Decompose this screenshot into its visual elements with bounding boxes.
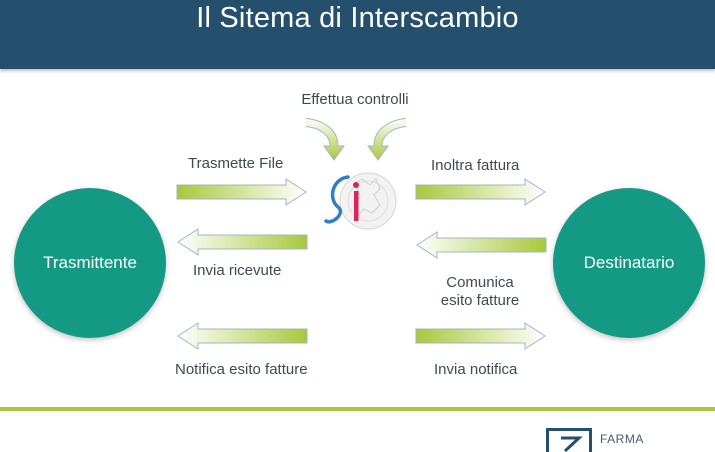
node-destinatario: Destinatario — [553, 188, 705, 338]
label-comunica-line1: Comunica — [446, 274, 514, 291]
label-invia-ricevute: Invia ricevute — [193, 262, 282, 279]
label-effettua-controlli: Effettua controlli — [301, 91, 409, 108]
label-notifica-esito-fatture: Notifica esito fatture — [175, 361, 308, 378]
sdi-logo — [324, 172, 397, 230]
arrow-inoltra-fattura — [415, 178, 546, 206]
controls-curved-arrows — [306, 117, 406, 161]
arrow-notifica-esito — [177, 322, 308, 350]
label-comunica-line2: esito fatture — [440, 292, 520, 309]
page-title: Il Sitema di Interscambio — [196, 2, 519, 34]
node-trasmittente-label: Trasmittente — [43, 253, 137, 272]
label-invia-notifica: Invia notifica — [434, 361, 518, 378]
farma-logo-text: FARMA — [600, 432, 644, 446]
arrow-invia-ricevute — [177, 228, 308, 256]
label-trasmette-file: Trasmette File — [188, 155, 284, 172]
accent-band — [0, 407, 715, 411]
arrow-trasmette-file — [176, 178, 307, 206]
arrow-comunica-esito — [416, 231, 547, 259]
farma-logo-icon — [546, 428, 592, 452]
label-inoltra-fattura: Inoltra fattura — [431, 157, 520, 174]
node-trasmittente: Trasmittente — [14, 188, 166, 338]
header-bar: Il Sitema di Interscambio — [0, 0, 715, 69]
arrow-invia-notifica — [415, 322, 546, 350]
node-destinatario-label: Destinatario — [583, 253, 675, 272]
